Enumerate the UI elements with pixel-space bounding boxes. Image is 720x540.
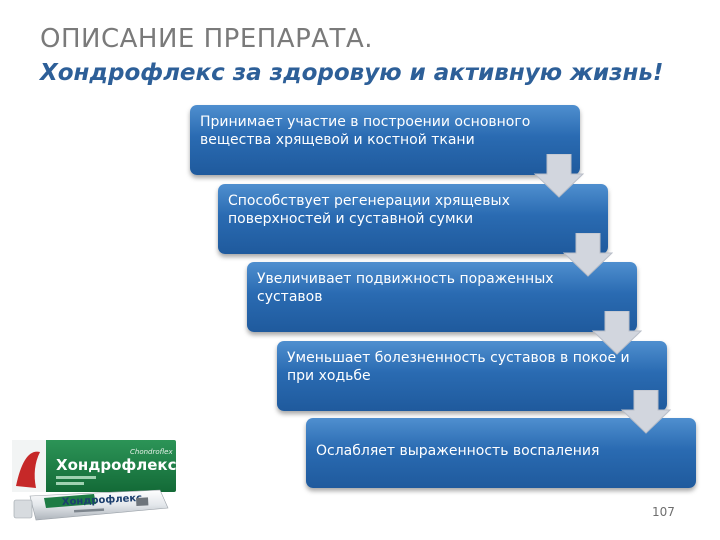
step-box-1: Принимает участие в построении основного…: [190, 105, 580, 175]
svg-text:Хондрофлекс: Хондрофлекс: [62, 492, 143, 508]
step-label-5: Ослабляет выраженность воспаления: [316, 443, 600, 459]
svg-text:Chondroflex: Chondroflex: [130, 448, 173, 456]
down-arrow-icon: [592, 311, 642, 355]
step-label-4: Уменьшает болезненность суставов в покое…: [287, 350, 630, 384]
page-number: 107: [652, 505, 675, 519]
step-box-3: Увеличивает подвижность пораженных суста…: [247, 262, 637, 332]
slide-title: ОПИСАНИЕ ПРЕПАРАТА.: [40, 24, 373, 54]
step-box-4: Уменьшает болезненность суставов в покое…: [277, 341, 667, 411]
step-label-2: Способствует регенерации хрящевых поверх…: [228, 193, 510, 227]
down-arrow-icon: [534, 154, 584, 198]
down-arrow-icon: [621, 390, 671, 434]
product-package-image: Chondroflex Хондрофлекс Хондрофлекс: [12, 440, 177, 521]
svg-text:Хондрофлекс: Хондрофлекс: [56, 456, 177, 474]
step-label-1: Принимает участие в построении основного…: [200, 114, 531, 148]
step-box-2: Способствует регенерации хрящевых поверх…: [218, 184, 608, 254]
slide-subtitle: Хондрофлекс за здоровую и активную жизнь…: [40, 60, 664, 86]
step-label-3: Увеличивает подвижность пораженных суста…: [257, 271, 554, 305]
step-box-5: Ослабляет выраженность воспаления: [306, 418, 696, 488]
down-arrow-icon: [563, 233, 613, 277]
